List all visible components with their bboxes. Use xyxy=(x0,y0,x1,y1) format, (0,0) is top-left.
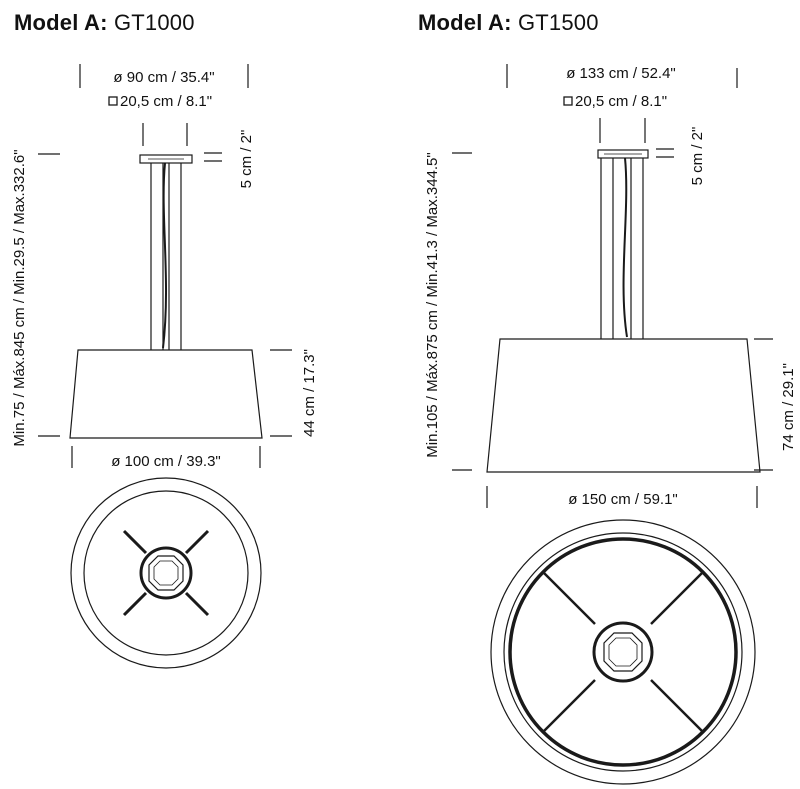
gt1500-plan-view xyxy=(490,519,756,785)
model-label: Model A: xyxy=(418,10,512,35)
shade-outer-ring xyxy=(70,477,262,669)
shade-diameter-label: ø 100 cm / 39.3" xyxy=(111,453,221,470)
canopy-height-label: 5 cm / 2" xyxy=(238,130,255,189)
cross-spoke xyxy=(184,591,210,617)
cross-spoke xyxy=(542,571,596,625)
shade-outer-ring xyxy=(490,519,756,785)
canopy-height-label: 5 cm / 2" xyxy=(689,127,706,186)
cross-spoke xyxy=(650,679,704,733)
model-gt1500-title: Model A: GT1500 xyxy=(418,10,599,36)
center-octagon xyxy=(148,555,184,591)
cross-spoke xyxy=(542,679,596,733)
model-gt1000-title: Model A: GT1000 xyxy=(14,10,195,36)
total-height-label: Min.105 / Máx.875 cm / Min.41.3 / Max.34… xyxy=(424,152,441,457)
gt1000-plan-view xyxy=(70,477,262,669)
model-name: GT1000 xyxy=(113,10,195,35)
cross-spoke xyxy=(650,571,704,625)
square-icon xyxy=(563,96,573,106)
model-name: GT1500 xyxy=(517,10,599,35)
model-label: Model A: xyxy=(14,10,108,35)
power-cable xyxy=(162,162,168,349)
shade-inner-ring xyxy=(83,490,249,656)
canopy xyxy=(139,154,193,164)
canopy-diameter-label: ø 90 cm / 35.4" xyxy=(113,69,214,86)
shade-height-label: 44 cm / 17.3" xyxy=(301,349,318,437)
total-height-label: Min.75 / Máx.845 cm / Min.29.5 / Max.332… xyxy=(11,149,28,446)
shade-height-label: 74 cm / 29.1" xyxy=(780,363,797,451)
canopy xyxy=(597,149,649,159)
canopy-diameter-label: ø 133 cm / 52.4" xyxy=(566,65,676,82)
shade-inner-ring xyxy=(508,537,738,767)
center-octagon xyxy=(603,632,643,672)
shade-middle-ring xyxy=(503,532,743,772)
canopy-base-label: 20,5 cm / 8.1" xyxy=(575,93,667,110)
lamp-shade xyxy=(69,349,263,439)
square-icon xyxy=(108,96,118,106)
lamp-shade xyxy=(486,338,761,473)
power-cable xyxy=(622,157,628,338)
canopy-base-label: 20,5 cm / 8.1" xyxy=(120,93,212,110)
center-hub xyxy=(592,621,654,683)
cross-spoke xyxy=(122,591,148,617)
gt1500-elevation xyxy=(452,64,773,508)
cross-spoke xyxy=(184,529,210,555)
gt1000-elevation xyxy=(38,64,292,468)
shade-diameter-label: ø 150 cm / 59.1" xyxy=(568,491,678,508)
center-hub xyxy=(139,546,193,600)
cross-spoke xyxy=(122,529,148,555)
